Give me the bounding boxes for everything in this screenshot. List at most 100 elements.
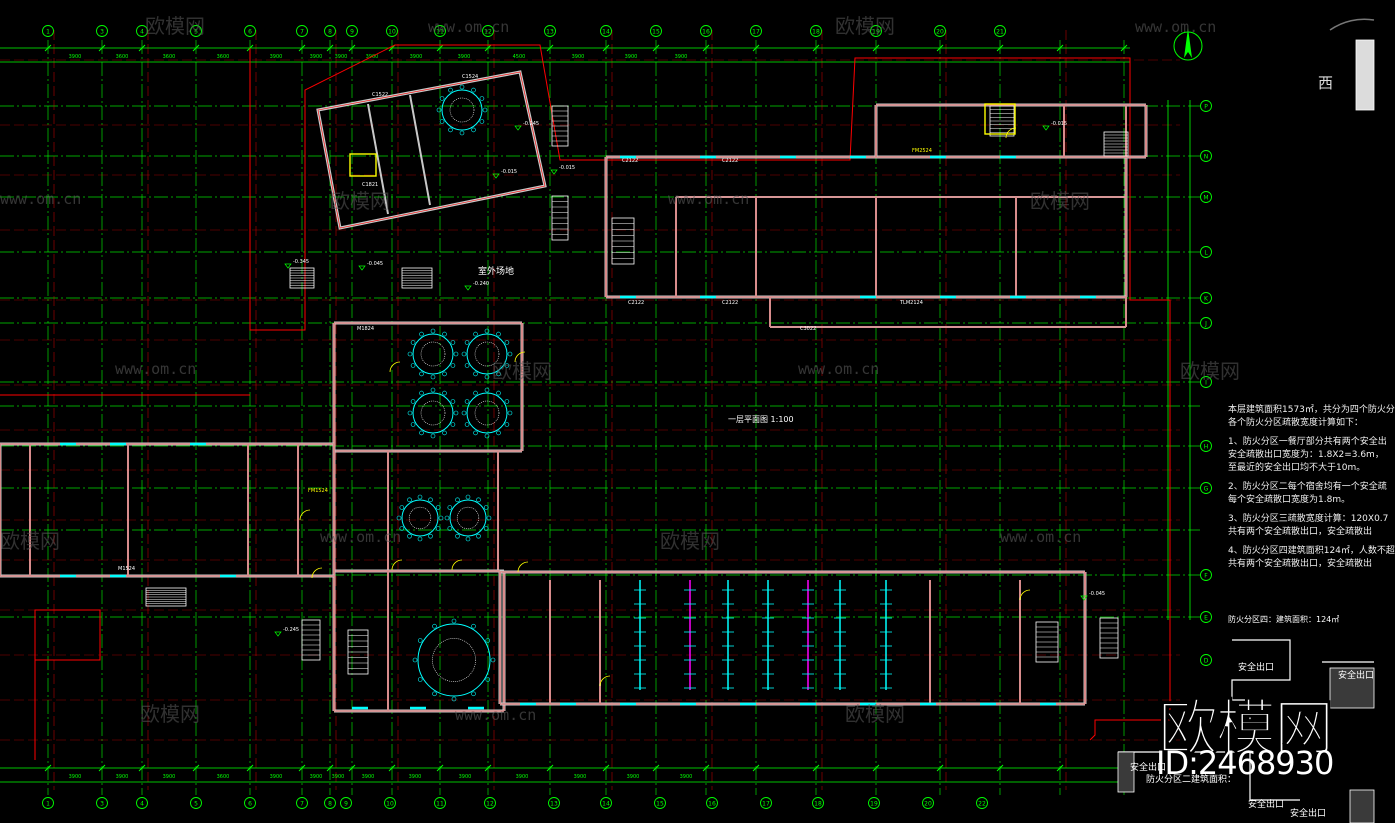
axis-bubble [922, 797, 934, 809]
dimension-value: 3900 [409, 774, 422, 780]
outdoor-label: 室外场地 [478, 265, 514, 277]
chair [484, 433, 490, 439]
chair [450, 363, 456, 368]
door-swing [389, 361, 401, 373]
chair [399, 526, 405, 531]
door-tag: C2122 [622, 158, 638, 164]
round-table-inner [432, 638, 476, 682]
note-line: 4、防火分区四建筑面积124㎡，人数不超 [1228, 546, 1395, 556]
axis-bubble-label: 11 [436, 801, 444, 808]
chair [473, 430, 478, 436]
axis-bubble-label: 3 [100, 29, 104, 36]
level-tag: -0.045 [1089, 591, 1105, 597]
tilted-block-edge [317, 71, 546, 229]
axis-bubble [868, 797, 880, 809]
axis-bubble [296, 25, 308, 37]
axis-bubble-label: J [1204, 321, 1207, 328]
door-swing [1005, 127, 1017, 139]
chair [438, 515, 444, 521]
axis-bubble-label: D [1204, 658, 1209, 665]
axis-bubble-label: G [1204, 486, 1209, 493]
axis-bubble-label: 11 [436, 29, 444, 36]
door-swing [311, 567, 323, 579]
dimension-tick [1120, 44, 1128, 52]
chair [410, 422, 416, 427]
axis-bubble-label: 12 [484, 29, 492, 36]
dimension-tick [652, 44, 660, 52]
round-table [412, 333, 454, 375]
dimension-tick [872, 44, 880, 52]
dimension-value: 3600 [163, 54, 176, 60]
chair [484, 387, 490, 393]
fire-notes: 本层建筑面积1573㎡，共分为四个防火分 各个防火分区疏散宽度计算如下： 1、防… [1228, 404, 1395, 571]
chair [439, 96, 445, 101]
axis-bubble-label: 20 [936, 29, 944, 36]
dimension-tick [996, 44, 1004, 52]
door-tag: C2122 [722, 300, 738, 306]
chair [496, 331, 501, 337]
note-line: 各个防火分区疏散宽度计算如下： [1228, 418, 1364, 428]
round-table-inner [408, 506, 432, 530]
axis-bubble [1200, 376, 1212, 388]
watermark-url: www.om.cn [798, 360, 880, 378]
axis-bubble-label: 4 [140, 801, 144, 808]
axis-bubble [600, 25, 612, 37]
door-tag: FM2524 [912, 148, 932, 154]
round-table [412, 392, 454, 434]
watermark-text: 欧模网 [835, 14, 895, 38]
dimension-tick [872, 764, 880, 772]
chair [417, 638, 423, 643]
chair [455, 533, 460, 539]
chair [504, 340, 510, 345]
dimension-value: 3900 [332, 774, 345, 780]
dimension-value: 3900 [627, 774, 640, 780]
axis-bubble-label: M [1203, 195, 1208, 202]
chair [410, 363, 416, 368]
watermark-url: www.om.cn [428, 18, 510, 36]
axis-bubble [1200, 440, 1212, 452]
axis-bubble [384, 797, 396, 809]
chair [428, 497, 433, 503]
level-tag: -0.015 [1051, 121, 1067, 127]
wall [409, 94, 431, 206]
chair [410, 399, 416, 404]
axis-bubble [296, 797, 308, 809]
dimension-value: 3600 [217, 774, 230, 780]
note-line: 共有两个安全疏散出口，安全疏散出 [1228, 559, 1373, 569]
chair [464, 399, 470, 404]
chair [486, 515, 492, 521]
chair [465, 536, 471, 542]
dimension-value: 3900 [625, 54, 638, 60]
note-line: 3、防火分区三疏散宽度计算：120X0.7 [1228, 514, 1389, 524]
axis-bubble-label: 13 [546, 29, 554, 36]
axis-bubble-label: 3 [100, 801, 104, 808]
door-tag: M1824 [357, 326, 374, 332]
level-icon [550, 169, 558, 175]
axis-bubble [812, 797, 824, 809]
chair [471, 691, 476, 697]
watermark-text: 欧模网 [845, 702, 905, 726]
axis-bubble [324, 25, 336, 37]
hatched-area [1349, 789, 1375, 823]
axis-bubble [1200, 654, 1212, 666]
round-table-inner [449, 97, 475, 123]
level-icon [274, 631, 282, 637]
chair [428, 533, 433, 539]
dimension-tick [812, 44, 820, 52]
dimension-tick [1056, 764, 1064, 772]
axis-bubble-label: I [1205, 380, 1207, 387]
dimension-value: 3900 [335, 54, 348, 60]
door-tag: C3022 [800, 326, 816, 332]
axis-bubble [1200, 100, 1212, 112]
dimension-value: 3900 [116, 774, 129, 780]
dimension-value: 3900 [270, 54, 283, 60]
chair [430, 374, 436, 380]
dimension-tick [298, 44, 306, 52]
watermark-text: 欧模网 [330, 189, 390, 213]
dimension-tick [298, 764, 306, 772]
chair [504, 422, 510, 427]
axis-bubble-label: 9 [350, 29, 354, 36]
axis-bubble [324, 797, 336, 809]
round-table [466, 392, 508, 434]
axis-bubble-label: P [1204, 104, 1208, 111]
